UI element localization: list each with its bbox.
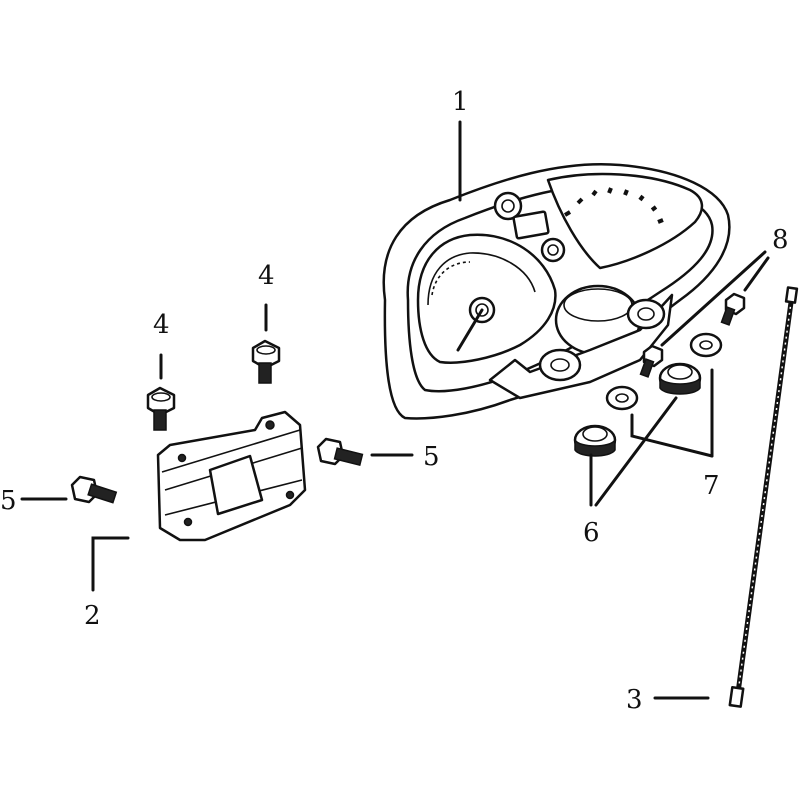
bolt-5-left (70, 475, 118, 504)
left-gauge (416, 233, 557, 364)
gauge-needle (456, 308, 484, 352)
callout-2: 2 (84, 601, 101, 631)
leader-lines (20, 120, 770, 700)
callout-1: 1 (452, 87, 469, 117)
grommet-seat-left (538, 348, 582, 382)
leader-8-b (743, 256, 770, 292)
speedometer-cable (728, 286, 799, 708)
right-gauge (546, 172, 704, 270)
lcd-window (512, 210, 550, 240)
washer-7-lower (605, 385, 639, 411)
callout-4-right: 4 (258, 261, 275, 291)
leader-7-a (630, 413, 714, 458)
leader-2 (91, 536, 130, 592)
grommet-6-lower (573, 424, 617, 457)
callout-numbers: 1 2 3 4 4 5 5 6 7 8 (0, 87, 789, 715)
bracket-cutout (208, 454, 264, 516)
indicator-lamp-left (493, 191, 523, 221)
leader-8-a (660, 250, 767, 347)
grommet-seat-right (626, 298, 666, 330)
grommet-6-upper (658, 362, 702, 395)
callout-6: 6 (583, 518, 600, 548)
instrument-cluster (382, 163, 731, 420)
washer-7-upper (689, 332, 723, 358)
cluster-lower-flange (488, 293, 674, 400)
bolt-5-right (316, 437, 364, 467)
bolt-4-right (251, 339, 281, 384)
callout-5-right: 5 (423, 442, 440, 472)
callout-7: 7 (703, 471, 720, 501)
callout-8: 8 (772, 225, 789, 255)
screw-8-lower (639, 344, 664, 378)
screw-8-upper (720, 292, 746, 326)
bolt-4-left (146, 386, 176, 431)
callout-5-left: 5 (0, 486, 17, 516)
indicator-lamp-right (540, 237, 566, 263)
leader-6-b (594, 396, 678, 507)
callout-4-left: 4 (153, 310, 170, 340)
speed-ticks (563, 187, 664, 224)
callout-3: 3 (626, 685, 643, 715)
mounting-bracket (156, 410, 307, 542)
